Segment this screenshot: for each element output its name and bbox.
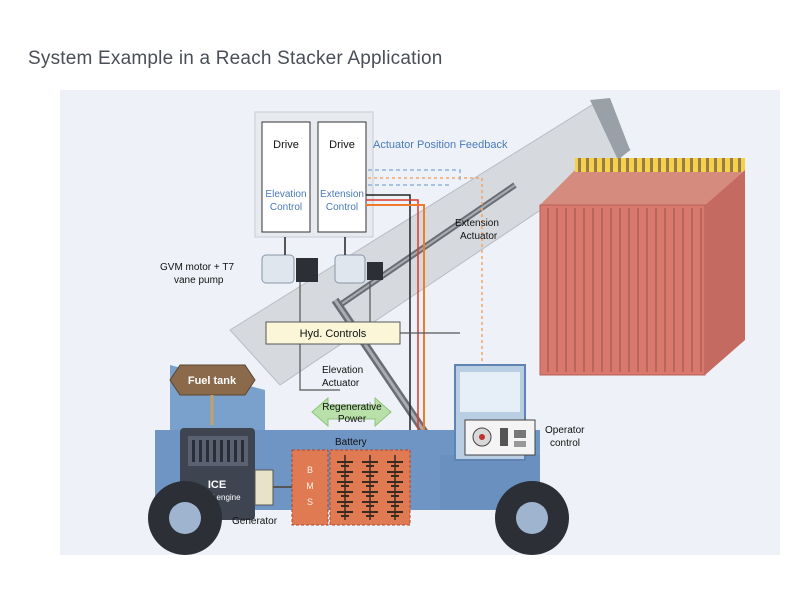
container-top-stripe	[682, 158, 685, 172]
regenerative-label-2: Power	[338, 414, 367, 425]
power-wire-black	[366, 194, 411, 450]
engine-fin	[213, 440, 216, 462]
power-wire-red	[366, 199, 419, 450]
engine-fin	[220, 440, 223, 462]
feedback-line-orange	[368, 177, 483, 420]
diesel-engine-label: diesel engine	[193, 493, 241, 502]
container-top-stripe	[674, 158, 677, 172]
bms-label-m: M	[306, 481, 314, 491]
operator-control-panel	[464, 419, 536, 456]
boom-head	[590, 98, 630, 160]
container-top-stripe	[722, 158, 725, 172]
container-top-stripe	[578, 158, 581, 172]
container-top-stripe	[586, 158, 589, 172]
generator	[254, 469, 292, 506]
rear-wheel	[495, 481, 569, 555]
elevation-actuator-label-1: Elevation	[322, 365, 363, 376]
engine-fin	[227, 440, 230, 462]
extension-control-label-2: Control	[326, 202, 358, 213]
bms-label-b: B	[307, 465, 313, 475]
container-top-stripe	[650, 158, 653, 172]
gvm-motor-label-2: vane pump	[174, 275, 224, 286]
elevation-control-label-1: Elevation	[265, 189, 306, 200]
container-top-stripe	[698, 158, 701, 172]
container-top-stripe	[738, 158, 741, 172]
feedback-line-1	[368, 169, 461, 180]
power-wire-orange	[366, 204, 425, 450]
container-top-stripe	[706, 158, 709, 172]
elevation-control-label-2: Control	[270, 202, 302, 213]
drive-cabinet: Drive Drive Elevation Control Extension …	[254, 111, 374, 238]
regenerative-label-1: Regenerative	[322, 402, 382, 413]
operator-control-label-2: control	[550, 438, 580, 449]
container-top-stripe	[618, 158, 621, 172]
container-top-stripe	[642, 158, 645, 172]
container-top-stripe	[714, 158, 717, 172]
regenerative-power-arrow	[311, 396, 392, 428]
extension-actuator-label-1: Extension	[455, 218, 499, 229]
extension-actuator-label-2: Actuator	[460, 231, 498, 242]
actuator-feedback-label: Actuator Position Feedback	[373, 139, 508, 151]
gvm-motor-extension	[334, 254, 383, 284]
extension-control-label-1: Extension	[320, 189, 364, 200]
engine-fin	[241, 440, 244, 462]
front-wheel	[148, 481, 222, 555]
gvm-motor-label-1: GVM motor + T7	[160, 262, 234, 273]
elevation-actuator-label-2: Actuator	[322, 378, 360, 389]
bms-module: B M S	[291, 449, 329, 526]
ice-label: ICE	[208, 479, 226, 491]
fuel-tank-label: Fuel tank	[188, 375, 237, 387]
engine-fin	[199, 440, 202, 462]
bms-label-s: S	[307, 497, 313, 507]
generator-label: Generator	[232, 516, 278, 527]
shipping-container	[539, 158, 745, 376]
engine-fin	[234, 440, 237, 462]
hyd-controls-label: Hyd. Controls	[300, 328, 367, 340]
container-top-stripe	[626, 158, 629, 172]
drive-right-label: Drive	[329, 139, 355, 151]
page-title: System Example in a Reach Stacker Applic…	[28, 48, 443, 69]
container-top-stripe	[610, 158, 613, 172]
container-top-stripe	[634, 158, 637, 172]
container-top-stripe	[602, 158, 605, 172]
operator-control-label-1: Operator	[545, 425, 585, 436]
container-top-stripe	[658, 158, 661, 172]
drive-left-label: Drive	[273, 139, 299, 151]
container-top-stripe	[594, 158, 597, 172]
container-top-stripe	[690, 158, 693, 172]
gvm-motor-elevation	[261, 254, 318, 284]
engine-fin	[192, 440, 195, 462]
engine-fin	[206, 440, 209, 462]
battery-label: Battery	[335, 437, 367, 448]
container-top-stripe	[730, 158, 733, 172]
battery-pack	[329, 449, 411, 526]
fuel-tank: Fuel tank	[169, 364, 256, 425]
container-top-stripe	[666, 158, 669, 172]
